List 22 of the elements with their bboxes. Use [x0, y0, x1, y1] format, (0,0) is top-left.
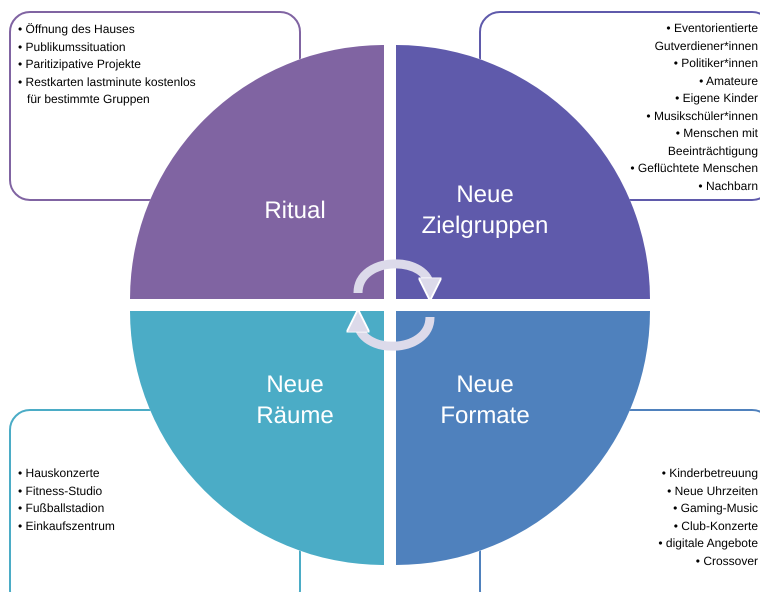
segment-label: Neue Formate [439, 370, 531, 431]
bullet-item: • Politiker*innen [672, 55, 758, 72]
bullet-item: • Eventorientierte Gutverdiener*innen [654, 20, 758, 54]
segment-label: Ritual [264, 196, 326, 226]
bullet-item: • Fußballstadion [18, 500, 106, 517]
bullet-item: • Einkaufszentrum [18, 518, 116, 534]
segment-label: Neue Zielgruppen [420, 180, 550, 241]
bullet-item: • Publikumssituation [18, 38, 127, 56]
bullet-item: • Musikschüler*innen [645, 108, 758, 124]
bullet-item: • Nachbarn [697, 178, 758, 194]
bullet-item: • Öffnung des Hauses [18, 21, 136, 38]
bullet-item: • Restkarten lastminute kostenlos für bestimmte Gruppen [18, 74, 197, 108]
bullet-item: • Eigene Kinder [674, 90, 758, 107]
segment-label: Neue Räume [255, 370, 335, 431]
cycle-arrow [348, 308, 434, 351]
bullet-item: • Geflüchtete Menschen [629, 160, 758, 177]
bullet-item: • Paritizipative Projekte [18, 56, 142, 73]
cycle-arrow [354, 259, 440, 302]
bullet-item: • Fitness-Studio [18, 482, 104, 500]
bullet-item: • Hauskonzerte [18, 465, 101, 482]
bullet-item: • Amateure [698, 72, 758, 90]
bullet-item: • Menschen mit Beeinträchtigung [666, 125, 758, 160]
